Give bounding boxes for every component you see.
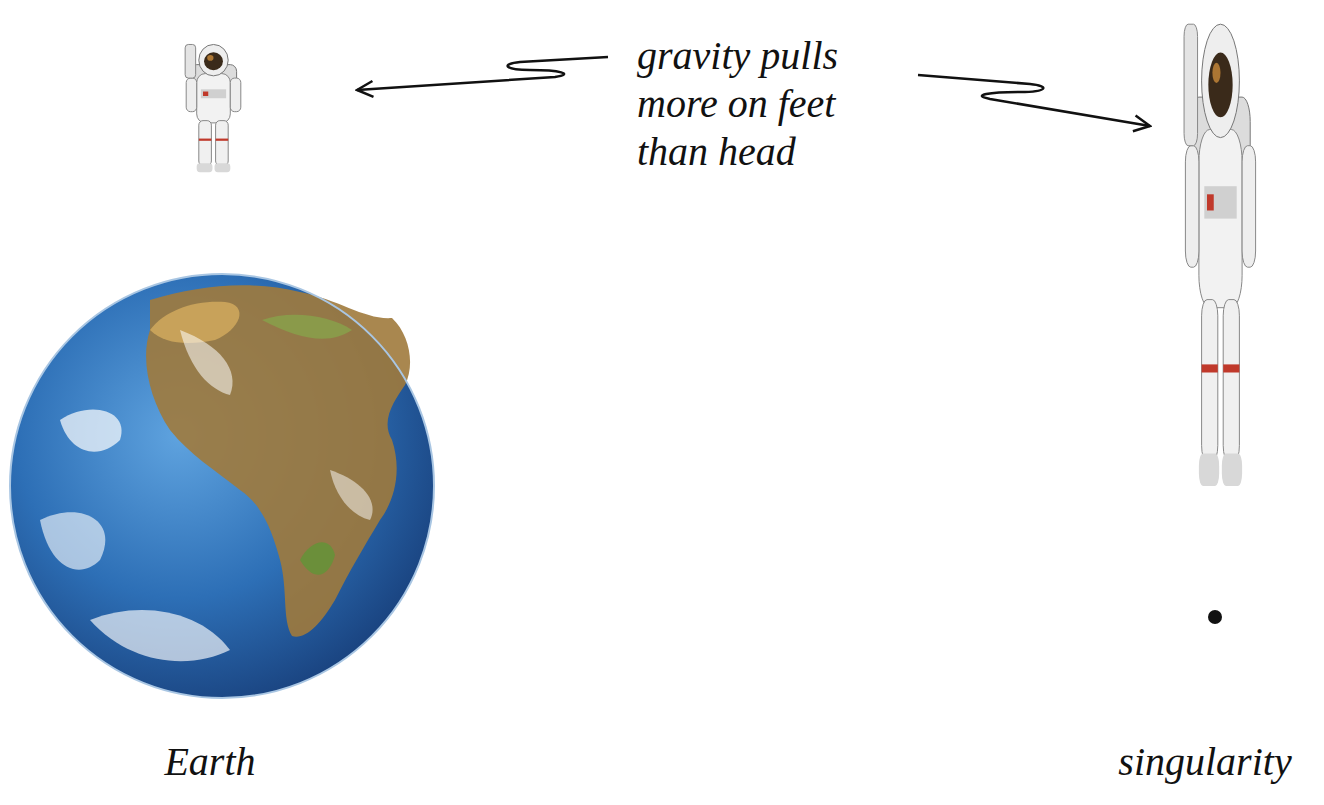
pointer-arrow xyxy=(918,75,1150,126)
earth-globe xyxy=(10,274,434,698)
pointer-arrow xyxy=(357,57,608,90)
caption-note: gravity pulls more on feet than head xyxy=(637,32,907,176)
astronaut-stretched xyxy=(1184,24,1256,486)
astronaut-near-earth xyxy=(185,44,241,172)
singularity-dot xyxy=(1208,610,1222,624)
object-label: Earth xyxy=(75,738,345,786)
object-label: singularity xyxy=(1095,738,1315,786)
